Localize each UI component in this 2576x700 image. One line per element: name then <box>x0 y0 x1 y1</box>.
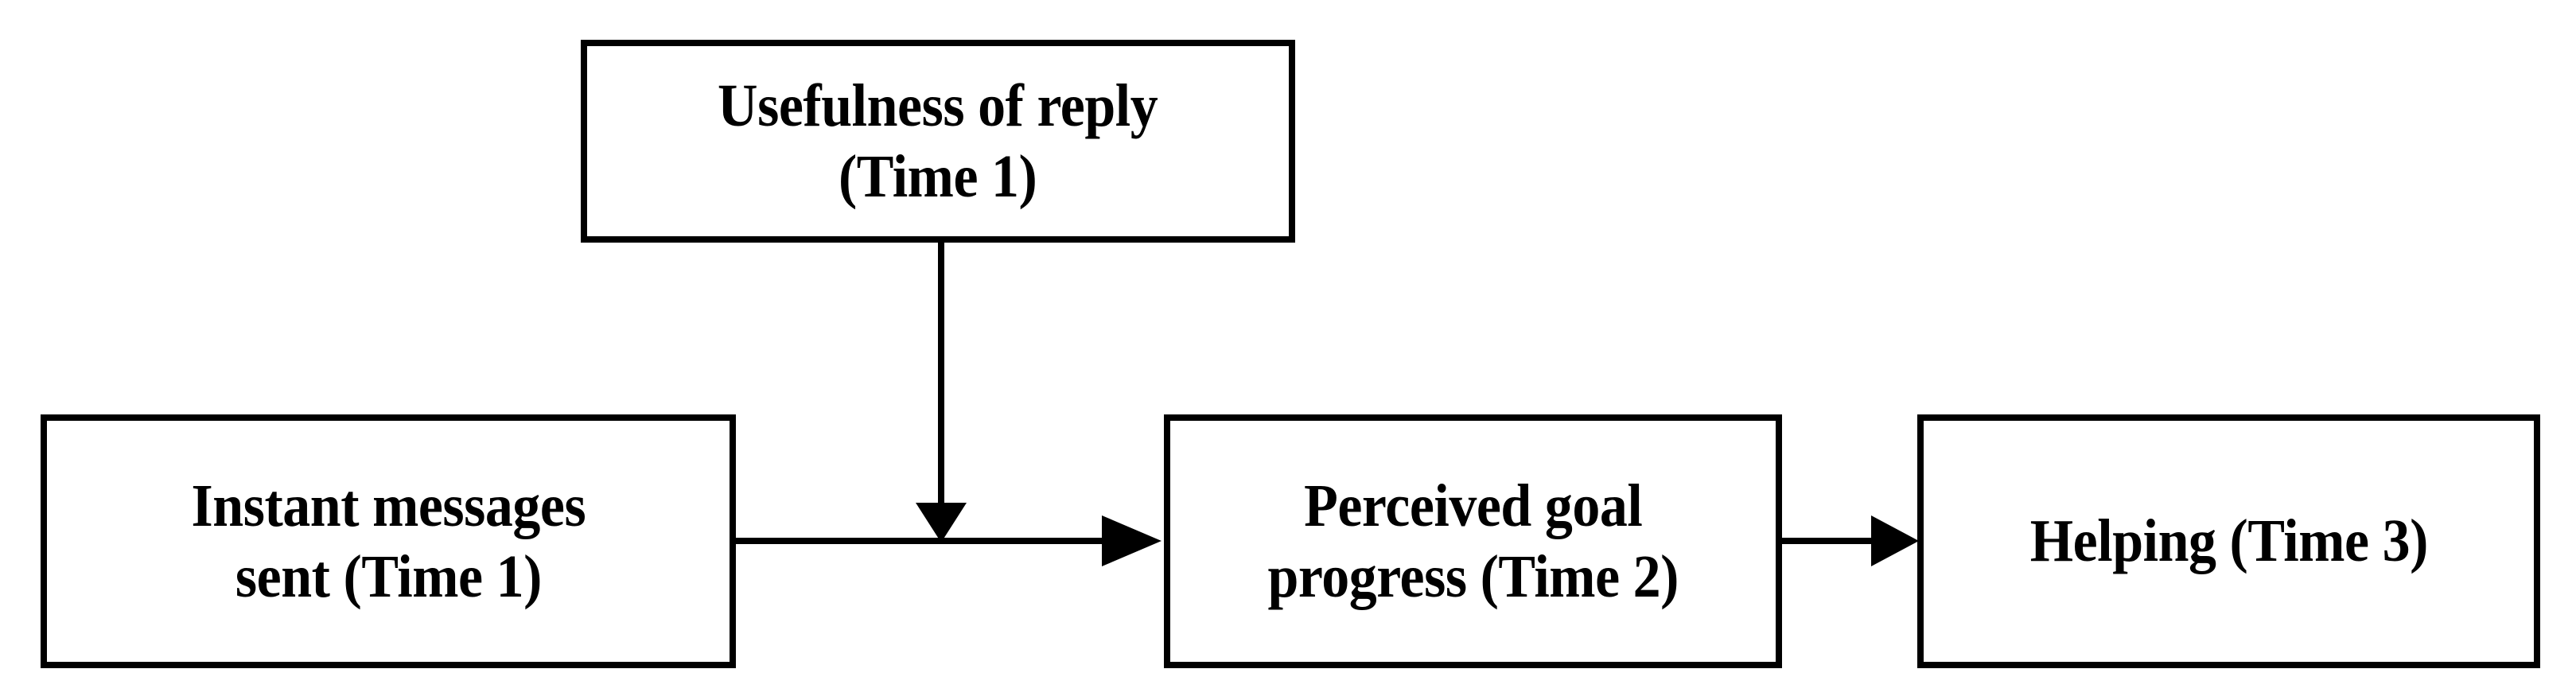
node-helping-label: Helping (Time 3) <box>2029 508 2428 575</box>
edge-messages-to-progress-arrowhead <box>1102 515 1162 566</box>
edge-progress-to-helping-arrowhead <box>1871 515 1919 566</box>
node-usefulness-of-reply[interactable]: Usefulness of reply (Time 1) <box>581 40 1295 243</box>
node-instant-messages-sent[interactable]: Instant messages sent (Time 1) <box>41 414 736 668</box>
edge-messages-to-progress <box>736 515 1162 566</box>
edge-progress-to-helping <box>1782 515 1919 566</box>
node-instant-messages-sent-label: Instant messages sent (Time 1) <box>191 472 586 610</box>
node-helping[interactable]: Helping (Time 3) <box>1917 414 2540 668</box>
node-usefulness-of-reply-label: Usefulness of reply (Time 1) <box>718 72 1158 210</box>
edge-usefulness-to-path-arrowhead <box>916 503 967 542</box>
node-perceived-goal-progress-label: Perceived goal progress (Time 2) <box>1267 472 1679 610</box>
edge-usefulness-to-path <box>916 243 967 542</box>
node-perceived-goal-progress[interactable]: Perceived goal progress (Time 2) <box>1164 414 1782 668</box>
